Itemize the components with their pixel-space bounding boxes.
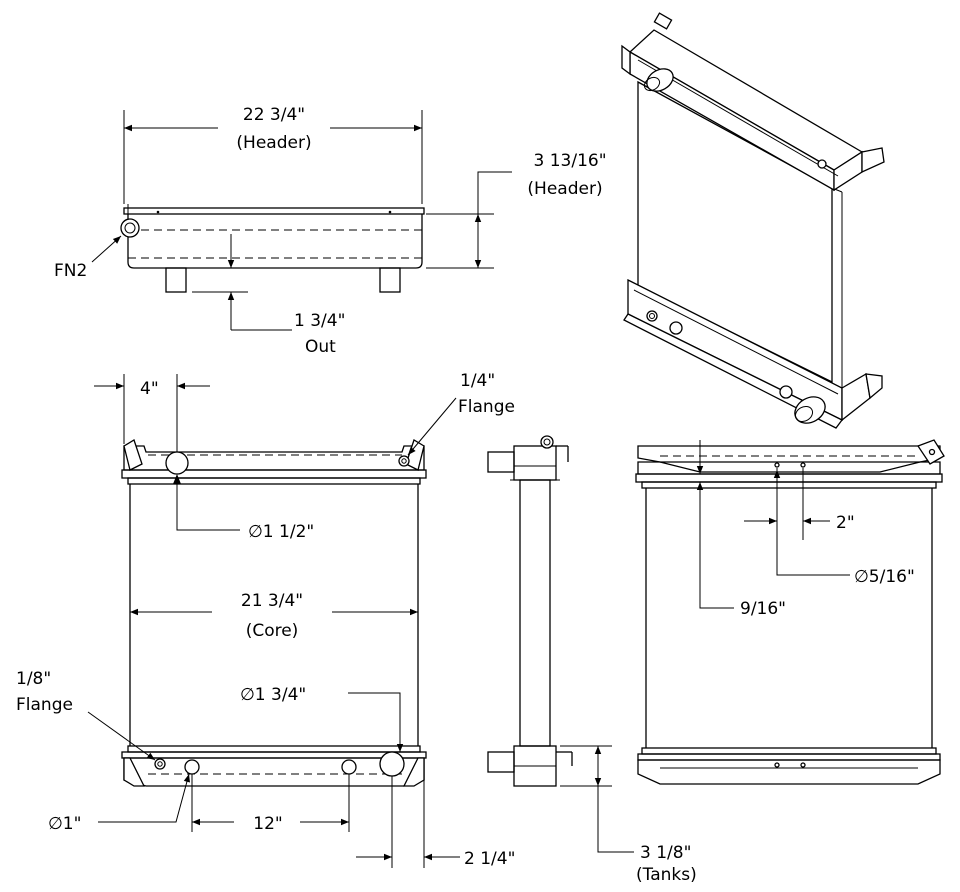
outlet-dia-leader [348,692,404,752]
mount-hole-icon [800,462,806,468]
outlet-port-icon [379,751,405,777]
hole-offset-label: 9/16" [740,599,786,619]
header-width-note: (Header) [236,133,311,153]
port-spacing-label: 12" [253,814,282,834]
port-spacing-dimension [191,774,350,832]
hole-dia-leader [773,470,850,576]
outlet-dia-label: ∅1 3/4" [240,685,306,705]
header-height-note: (Header) [527,179,602,199]
outlet-note: Out [305,337,336,357]
hole-spacing-dimension [744,468,830,540]
lower-flange-note: Flange [16,695,73,715]
upper-flange-label: 1/4" [460,371,495,391]
drain-flange-icon [154,758,166,770]
fn2-label: FN2 [54,261,87,281]
hole-offset-dimension [696,440,734,609]
header-height-label: 3 13/16" [533,151,606,171]
inlet-offset-dimension [94,374,210,452]
header-height-dimension [426,171,512,269]
outlet-offset-label: 2 1/4" [464,849,515,869]
side-view [487,435,573,787]
hole-spacing-label: 2" [836,513,855,533]
outlet-dimension [192,234,292,331]
tank-height-dimension [560,745,634,853]
isometric-view [621,12,885,429]
rear-view [635,439,945,785]
inlet-dia-label: ∅1 1/2" [248,522,314,542]
outlet-label: 1 3/4" [294,311,345,331]
core-width-note: (Core) [246,621,299,641]
upper-flange-leader [407,397,457,456]
tank-height-note: (Tanks) [636,865,697,885]
drain-dia-label: ∅1" [48,814,81,834]
port-icon [341,759,357,775]
outlet-offset-dimension [356,776,460,868]
lower-flange-leader [87,711,156,761]
inlet-port-icon [165,451,189,475]
inlet-offset-label: 4" [140,379,159,399]
front-view [121,439,427,787]
drain-dia-leader [98,773,190,823]
mount-hole-icon [774,462,780,468]
filler-neck-icon [120,218,140,238]
core-width-label: 21 3/4" [241,591,303,611]
filler-flange-icon [398,455,410,467]
lower-flange-label: 1/8" [16,669,51,689]
top-view [120,204,425,293]
header-width-label: 22 3/4" [243,105,305,125]
drain-port-icon [184,759,200,775]
header-width-dimension [123,110,423,204]
fn2-leader [91,235,122,263]
hole-dia-label: ∅5/16" [854,567,915,587]
tank-height-label: 3 1/8" [640,843,691,863]
upper-flange-note: Flange [458,397,515,417]
inlet-dia-leader [173,474,240,531]
